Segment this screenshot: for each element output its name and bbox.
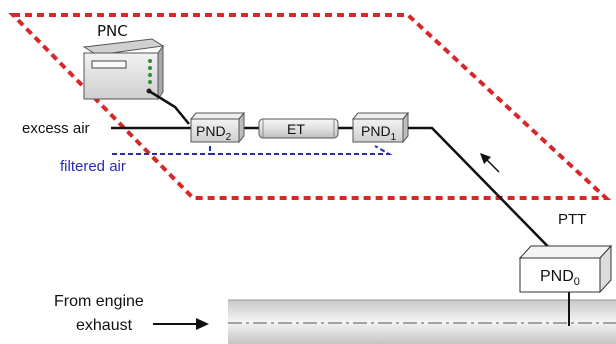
pnd2-label: PND	[196, 123, 226, 139]
pnc-label: PNC	[97, 22, 128, 40]
pnd0-box: PND0	[518, 244, 613, 294]
filtered-air-line	[209, 145, 393, 155]
pnd2-subscript: 2	[226, 132, 232, 143]
pnc-knob	[148, 59, 152, 63]
et-label: ET	[287, 121, 305, 137]
pnd1-box: PND1	[351, 111, 410, 144]
svg-text:PND1: PND1	[361, 123, 397, 143]
flow-direction-arrow	[480, 153, 500, 173]
pnc-device	[82, 38, 165, 101]
excess-air-label: excess air	[22, 120, 90, 137]
pnc-tube	[148, 89, 190, 125]
pnd1-label: PND	[361, 123, 391, 139]
pnd0-subscript: 0	[574, 276, 580, 288]
pnd0-label: PND	[540, 268, 574, 285]
pnc-display	[91, 60, 127, 69]
filtered-air-label: filtered air	[60, 158, 126, 175]
engine-exhaust-label-line2: exhaust	[76, 317, 133, 334]
exhaust-pipe	[228, 299, 616, 344]
ptt-tube	[408, 126, 570, 269]
engine-exhaust-label-line1: From engine	[54, 293, 144, 310]
svg-text:PND0: PND0	[540, 268, 580, 288]
pnd2-box: PND2	[189, 111, 246, 144]
exhaust-flow-arrow	[153, 318, 209, 330]
ptt-label: PTT	[558, 211, 586, 228]
svg-text:PND2: PND2	[196, 123, 232, 143]
et-tube: ET	[258, 118, 339, 139]
dilution-boundary	[8, 13, 612, 200]
pnd1-subscript: 1	[391, 132, 397, 143]
